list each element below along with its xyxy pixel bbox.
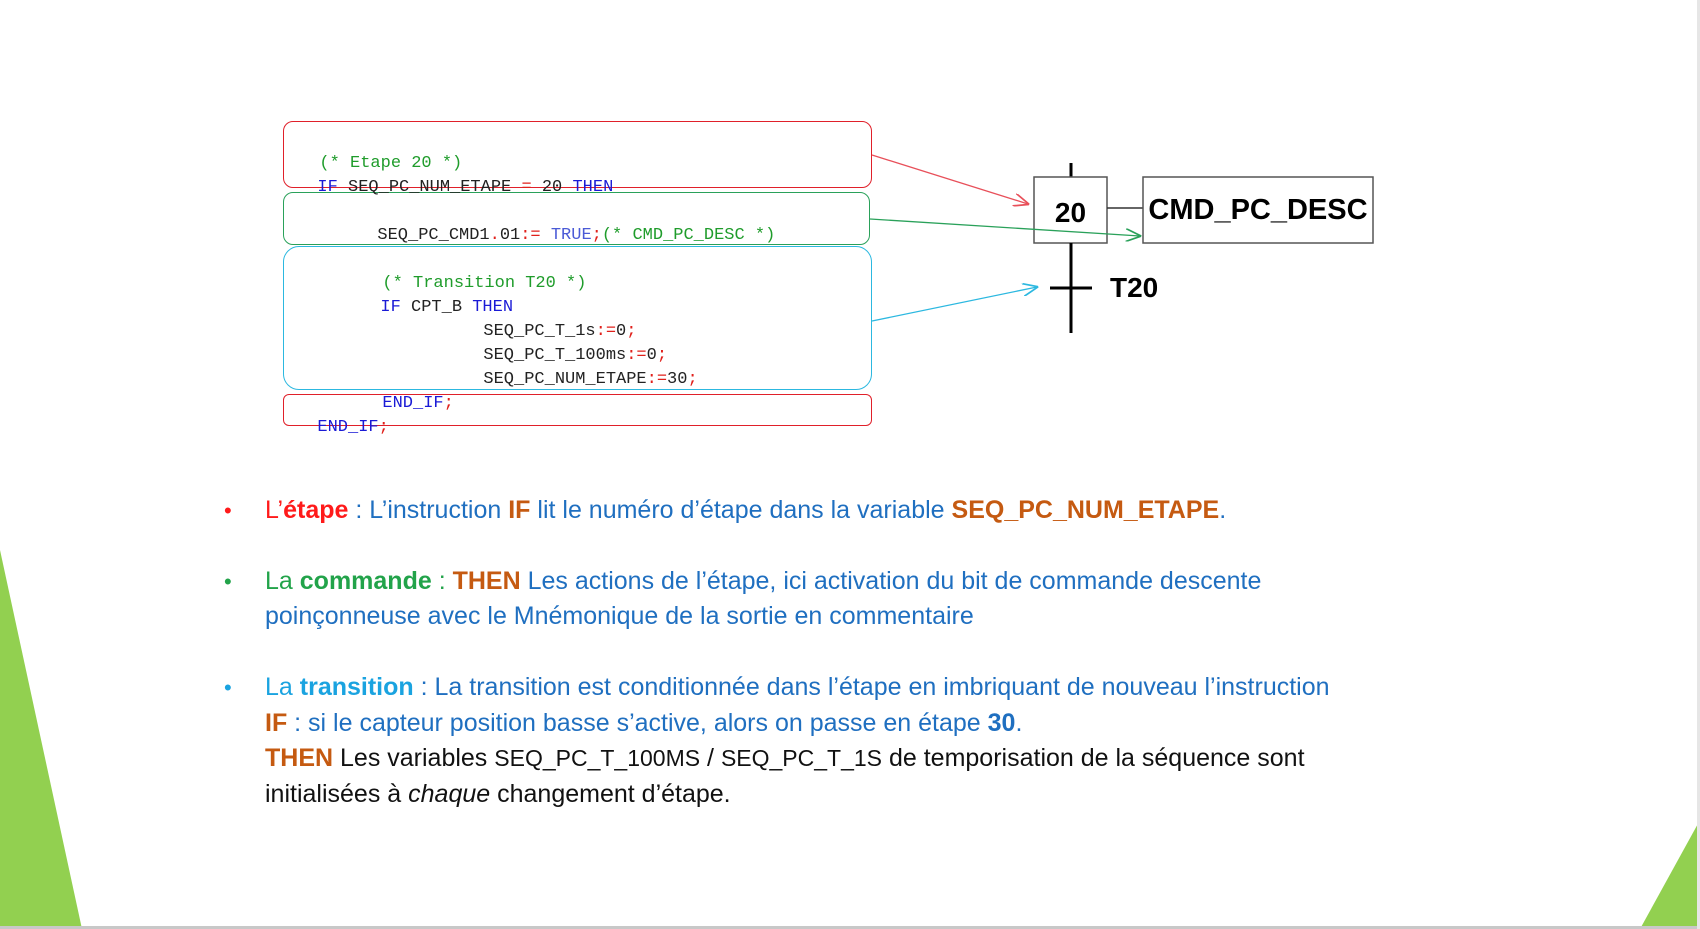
code-variable: CPT_B [411,298,463,317]
code-operator: := [520,226,541,245]
arrow-step [871,154,1028,204]
code-variable: SEQ_PC_T_100ms [483,346,627,365]
code-operator: := [595,322,617,341]
code-bit: 01 [499,226,521,245]
code-operator: = [521,178,532,197]
bullet-text: . [1015,709,1023,737]
bullet-term: transition [299,673,414,701]
bullet-text: : La transition est conditionnée dans l’… [413,673,1330,701]
code-line-command: SEQ_PC_CMD1.01:= TRUE;(* CMD_PC_DESC *) [357,206,775,246]
bullet-text: de temporisation de la séquence sont [882,744,1305,772]
bullet-transition-line3: THEN Les variables SEQ_PC_T_100MS / SEQ_… [265,741,1305,776]
bullet-text: La [265,673,300,701]
code-line-end-if-inner: END_IF; [362,374,454,414]
code-keyword-if: IF [380,298,401,317]
bullet-keyword: IF [508,496,531,524]
bullet-text: lit le numéro d’étape dans la variable [530,496,952,524]
code-keyword-end-if: END_IF [382,394,444,413]
bullet-variable: SEQ_PC_NUM_ETAPE [951,496,1220,524]
bullet-variable: SEQ_PC_T_1S [720,745,883,771]
arrow-transition [871,287,1037,322]
bullet-text: . [1219,496,1227,524]
code-true: TRUE [550,226,592,245]
code-value: 0 [616,322,627,341]
bullet-text: poinçonneuse avec le Mnémonique de la so… [265,602,974,630]
action-label: CMD_PC_DESC [1148,194,1368,226]
bullet-text: La [265,567,300,595]
right-green-triangle [1640,820,1700,929]
code-operator: := [646,370,668,389]
code-line-t1s: SEQ_PC_T_1s:=0; [463,302,636,342]
code-operator: ; [626,322,637,341]
bullet-text: initialisées à [265,780,409,808]
bullet-term: commande [299,567,432,595]
bullet-dot: • [224,569,232,594]
code-operator: . [489,226,500,245]
code-variable: SEQ_PC_T_1s [483,322,596,341]
code-line-step-comment: (* Etape 20 *) [299,134,462,174]
code-variable: SEQ_PC_CMD1 [377,226,490,245]
bullet-keyword: THEN [265,744,334,772]
code-comment: (* Transition T20 *) [382,274,587,293]
slide-bottom-border [0,926,1700,929]
bullet-text: changement d’étape. [490,780,731,808]
bullet-text: Les actions de l’étape, ici activation d… [520,567,1262,595]
bullet-number: 30 [987,709,1016,737]
code-keyword-end-if: END_IF [317,418,379,437]
code-line-transition-comment: (* Transition T20 *) [362,254,586,294]
bullet-command-line2: poinçonneuse avec le Mnémonique de la so… [265,599,974,634]
code-line-num-etape: SEQ_PC_NUM_ETAPE:=30; [463,350,698,390]
code-variable: SEQ_PC_NUM_ETAPE [483,370,647,389]
code-operator: ; [656,346,668,365]
code-value: 30 [667,370,688,389]
bullet-keyword: IF [265,709,288,737]
bullet-step: L’étape : L’instruction IF lit le numéro… [265,493,1226,528]
code-keyword-if: IF [317,178,338,197]
bullet-text: : [431,567,453,595]
code-value: 20 [541,178,563,197]
bullet-dot: • [224,498,232,523]
bullet-variable: SEQ_PC_T_100MS [494,745,701,771]
code-variable: SEQ_PC_NUM_ETAPE [348,178,512,197]
bullet-command-line1: La commande : THEN Les actions de l’étap… [265,564,1261,599]
code-box-command [283,192,870,245]
code-operator: ; [443,394,454,413]
arrow-command [869,218,1140,236]
bullet-text-italic: chaque [408,780,491,808]
code-comment: (* Etape 20 *) [319,154,463,173]
bullet-text: / [700,744,721,772]
bullet-dot: • [224,675,232,700]
bullet-text: L’ [265,496,284,524]
code-operator: ; [687,370,698,389]
code-operator: := [626,346,647,365]
code-comment: (* CMD_PC_DESC *) [601,226,776,245]
code-operator: ; [378,418,389,437]
action-box [1142,176,1374,244]
code-keyword-then: THEN [472,298,514,317]
bullet-transition-line1: La transition : La transition est condit… [265,670,1330,705]
bullet-transition-line2: IF : si le capteur position basse s’acti… [265,706,1022,741]
slide-right-edge [1697,0,1700,929]
transition-label: T20 [1110,272,1159,303]
code-line-end-if-outer: END_IF; [297,398,389,438]
bullet-text: : L’instruction [348,496,509,524]
bullet-text: Les variables [333,744,495,772]
code-box-step [283,121,872,188]
bullet-text: : si le capteur position basse s’active,… [287,709,988,737]
code-value: 0 [646,346,657,365]
code-keyword-then: THEN [572,178,614,197]
code-box-transition [283,246,872,390]
code-line-t100ms: SEQ_PC_T_100ms:=0; [463,326,667,366]
bullet-term: étape [283,496,349,524]
code-line-if-transition: IF CPT_B THEN [360,278,513,318]
bullet-keyword: THEN [452,567,521,595]
left-green-triangle [0,550,82,929]
code-operator: ; [591,226,602,245]
bullet-transition-line4: initialisées à chaque changement d’étape… [265,777,731,812]
code-box-end [283,394,872,426]
code-line-if-step: IF SEQ_PC_NUM_ETAPE = 20 THEN [297,158,613,198]
step-number: 20 [1054,197,1087,228]
